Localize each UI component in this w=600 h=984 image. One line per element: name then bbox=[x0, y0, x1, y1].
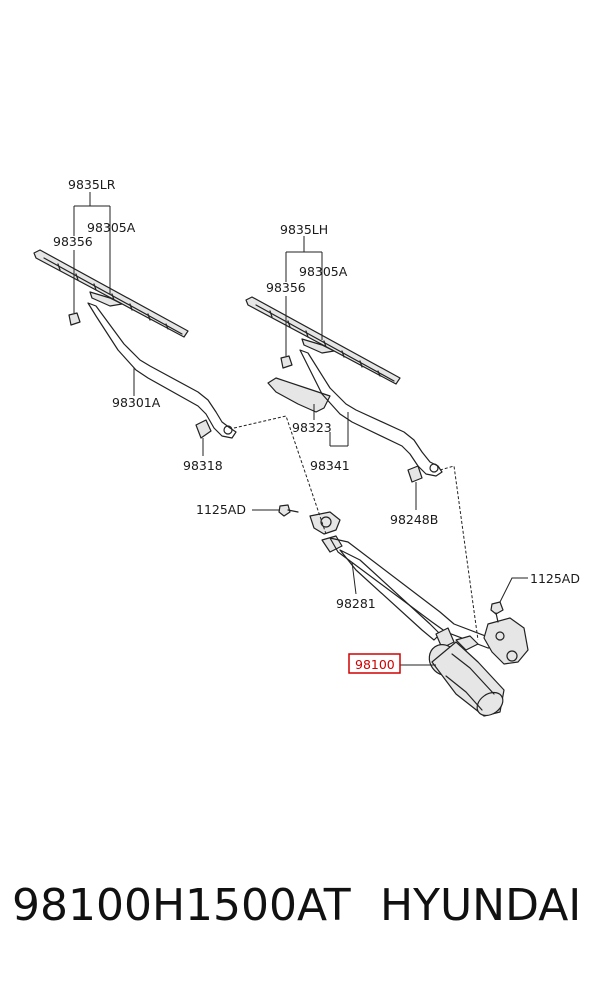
label-98281: 98281 bbox=[336, 596, 376, 611]
left-mount-bolt bbox=[278, 504, 291, 517]
footer: 98100H1500AT HYUNDAI bbox=[0, 880, 600, 950]
wiper-motor bbox=[428, 627, 505, 717]
left-wiper-blade bbox=[33, 249, 189, 338]
right-wiper-blade bbox=[245, 296, 401, 385]
highlight-box-98100 bbox=[348, 653, 401, 674]
right-mount-bolt bbox=[490, 601, 504, 615]
right-wiper-arm bbox=[299, 349, 443, 477]
label-98100: 98100 bbox=[355, 657, 395, 672]
label-98356-left: 98356 bbox=[53, 234, 93, 249]
arm-cover bbox=[267, 377, 331, 413]
wiper-linkage bbox=[309, 511, 529, 665]
part-number: 98100H1500AT bbox=[12, 880, 351, 931]
left-wiper-arm bbox=[87, 302, 237, 439]
label-1125ad-right: 1125AD bbox=[530, 571, 580, 586]
label-98305a-right: 98305A bbox=[299, 264, 348, 279]
label-98341: 98341 bbox=[310, 458, 350, 473]
label-98318: 98318 bbox=[183, 458, 223, 473]
label-98305a-left: 98305A bbox=[87, 220, 136, 235]
label-98356-right: 98356 bbox=[266, 280, 306, 295]
label-98323: 98323 bbox=[292, 420, 332, 435]
label-1125ad-left: 1125AD bbox=[196, 502, 246, 517]
left-blade-clip bbox=[68, 312, 81, 326]
brand-name: HYUNDAI bbox=[380, 880, 582, 931]
label-9835lr: 9835LR bbox=[68, 177, 116, 192]
label-9835lh: 9835LH bbox=[280, 222, 328, 237]
right-arm-cap bbox=[407, 465, 423, 483]
label-98248b: 98248B bbox=[390, 512, 438, 527]
right-blade-clip bbox=[280, 355, 293, 369]
label-98301a: 98301A bbox=[112, 395, 161, 410]
left-arm-cap bbox=[195, 419, 212, 439]
